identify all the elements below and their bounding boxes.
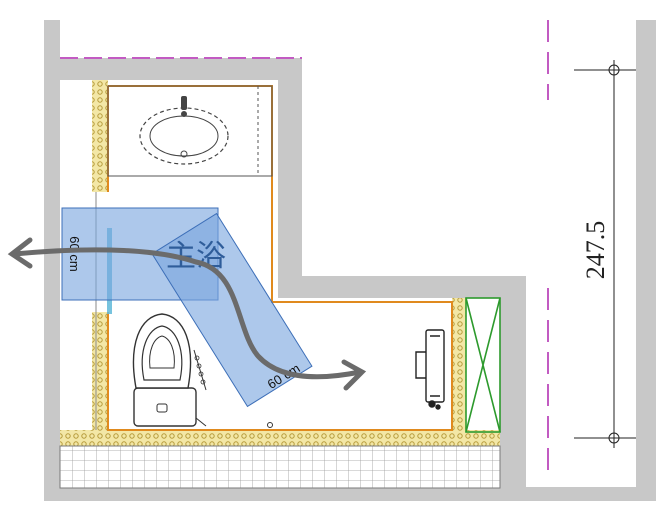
clearance-label-vertical: 60 cm	[67, 236, 82, 271]
shower-fixture-icon	[415, 329, 445, 410]
arrow-head-left	[7, 237, 33, 269]
wall-notch-horizontal	[278, 276, 526, 298]
insulation-right	[452, 298, 466, 432]
sink-icon	[107, 85, 273, 177]
window-frame-icon	[465, 297, 501, 433]
insulation-bottom	[60, 430, 500, 446]
wall-left	[44, 20, 60, 500]
wall-right-inner	[500, 276, 526, 490]
arrow-to-right	[193, 259, 363, 380]
wall-right-outer	[636, 20, 656, 501]
dimension-label: 247.5	[581, 221, 610, 280]
arrow-to-left	[11, 247, 199, 265]
toilet-icon	[132, 313, 273, 428]
wall-notch-vertical	[278, 58, 302, 280]
insulation-left-top	[92, 80, 108, 192]
wall-top-segment	[60, 58, 302, 80]
tiled-floor	[59, 445, 501, 489]
walls	[44, 20, 656, 501]
insulation-left-bottom	[92, 312, 108, 430]
circulation-arrows	[7, 237, 367, 391]
dimension-line: 247.5	[547, 20, 636, 470]
arrow-head-right	[341, 359, 367, 391]
wall-bottom	[44, 487, 656, 501]
